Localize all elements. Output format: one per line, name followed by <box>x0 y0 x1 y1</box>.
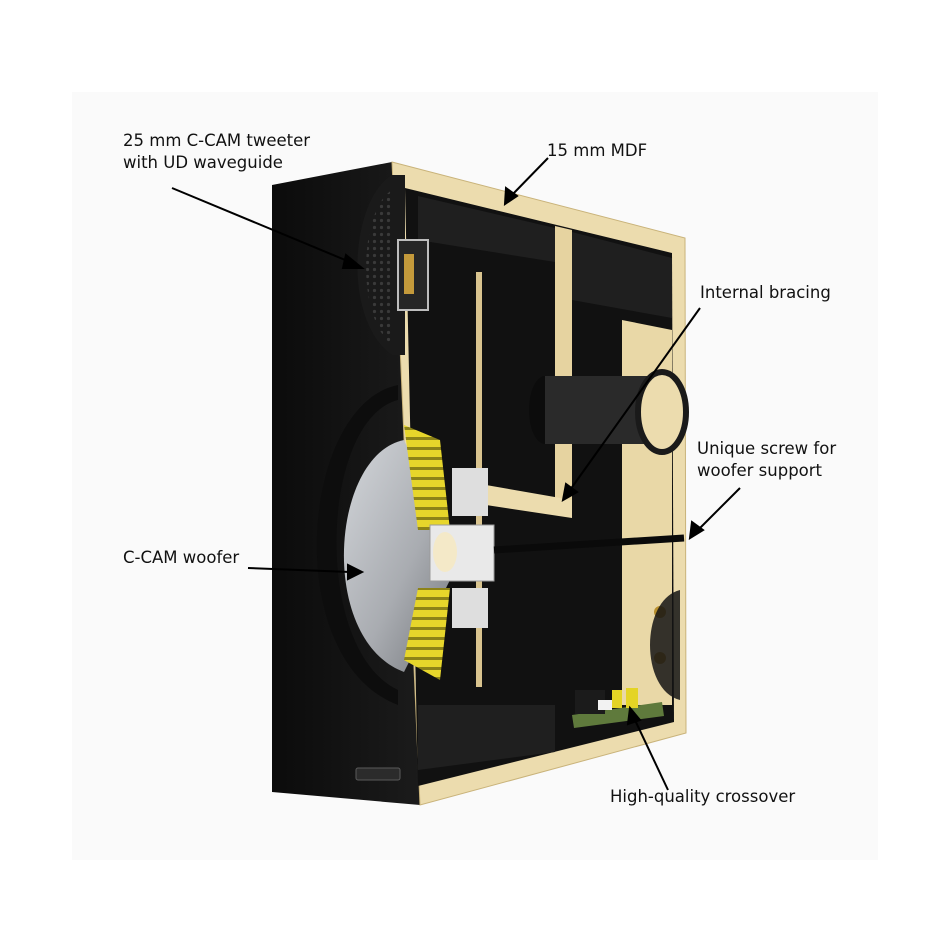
bracing-leader <box>569 307 701 491</box>
woofer-surround <box>316 385 398 705</box>
bracing-label: Internal bracing <box>700 282 831 304</box>
top-foam-left <box>418 196 555 262</box>
bracing-label-text: Internal bracing <box>700 283 831 302</box>
tweeter-label-line1: 25 mm C-CAM tweeter <box>123 131 311 150</box>
tweeter-arrowhead <box>341 253 365 269</box>
crossover-cap-2 <box>626 688 638 708</box>
spider-lower <box>404 588 450 680</box>
mdf-divider <box>555 226 572 510</box>
magnet-upper <box>452 468 488 516</box>
bottom-foam <box>418 705 555 770</box>
magnet-lower <box>452 588 488 628</box>
internal-brace <box>486 485 572 518</box>
tweeter-grill <box>366 190 392 345</box>
screw-label-line2: woofer support <box>697 461 823 480</box>
screw-label: Unique screw for woofer support <box>697 438 836 482</box>
crossover-cap-1 <box>612 690 622 708</box>
woofer-label: C-CAM woofer <box>123 547 239 569</box>
tweeter-leader <box>171 187 351 263</box>
inner-cavity <box>405 188 674 786</box>
crossover-label-text: High-quality crossover <box>610 787 796 806</box>
mdf-arrowhead <box>503 186 519 206</box>
screw-arrowhead <box>688 520 705 540</box>
tweeter-label: 25 mm C-CAM tweeter with UD waveguide <box>123 130 310 174</box>
crossover-label: High-quality crossover <box>610 786 795 808</box>
screw-leader <box>697 487 741 531</box>
crossover-leader <box>633 717 669 791</box>
top-foam-right <box>572 232 672 318</box>
brand-badge <box>355 767 401 781</box>
terminal-cup <box>650 590 680 700</box>
screw-label-line1: Unique screw for <box>697 439 837 458</box>
crossover-pcb <box>572 702 664 728</box>
mdf-label: 15 mm MDF <box>547 140 647 162</box>
crossover-resistor <box>598 700 612 710</box>
spider-upper <box>404 425 450 530</box>
crossover-arrowhead <box>626 705 642 726</box>
brace-tube-opening <box>635 369 689 455</box>
bracing-arrowhead <box>561 482 579 502</box>
tweeter-dome <box>404 254 414 294</box>
tweeter-label-line2: with UD waveguide <box>123 153 283 172</box>
woofer-arrowhead <box>347 563 365 581</box>
woofer-leader <box>247 567 351 573</box>
mdf-label-text: 15 mm MDF <box>547 141 648 160</box>
support-screw <box>493 534 685 554</box>
dust-cap <box>433 532 457 572</box>
woofer-label-text: C-CAM woofer <box>123 548 240 567</box>
mdf-leader <box>510 157 549 197</box>
